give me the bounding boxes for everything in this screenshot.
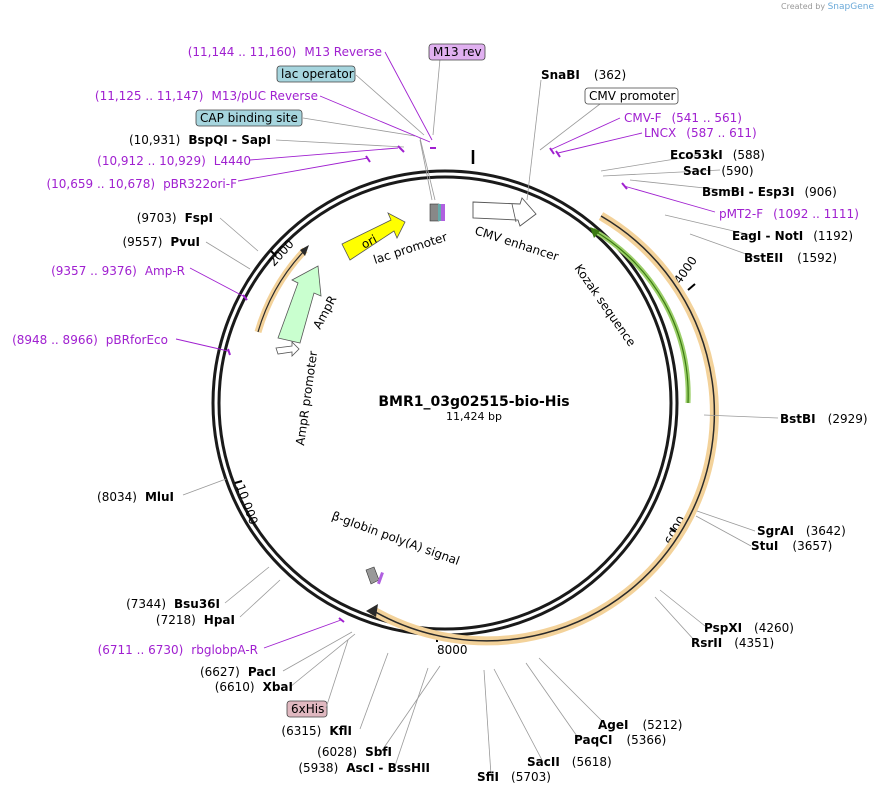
primer-pbr322ori-f: (10,659 .. 10,678)pBR322ori-F: [46, 177, 237, 191]
lac-operator-feature: [438, 204, 441, 221]
site-kfli: (6315)KflI: [281, 724, 352, 738]
site-snabi: SnaBI(362): [541, 68, 626, 82]
ampr-feature: [277, 265, 322, 344]
boxed-lac-operator-text: lac operator: [281, 67, 354, 81]
site-paci: (6627)PacI: [200, 665, 276, 679]
cds-green-arc-line: [592, 229, 689, 404]
site-bstbi: BstBI(2929): [780, 412, 868, 426]
backbone-inner: [217, 175, 673, 631]
site-sbfi: (6028)SbfI: [317, 745, 392, 759]
cmv-enhancer-divider: [511, 203, 517, 223]
site-hpai: (7218)HpaI: [156, 613, 235, 627]
site-mlui: (8034)MluI: [97, 490, 174, 504]
cmv-enhancer-label: CMV enhancer: [473, 224, 560, 264]
boxed-m13-rev-text: M13 rev: [433, 45, 482, 59]
boxed-6xhis-text: 6xHis: [291, 702, 324, 716]
boxed-cap-binding-site-text: CAP binding site: [200, 111, 298, 125]
ori-label: ori: [359, 232, 379, 252]
primer-cmv-f: CMV-F(541 .. 561): [624, 111, 742, 125]
tick-2000-mark: [687, 283, 696, 291]
plasmid-size: 11,424 bp: [446, 410, 502, 423]
site-xbai: (6610)XbaI: [215, 680, 293, 694]
orf-arc-left-arrowhead: [300, 245, 309, 256]
rbglobpa-primer-mark: [377, 572, 384, 585]
primer-l4440: (10,912 .. 10,929)L4440: [97, 154, 251, 168]
boxed-cap-binding-site: CAP binding site: [195, 109, 303, 127]
site-ascI: (5938)AscI - BssHII: [298, 761, 430, 775]
primer-leader-lines: [175, 51, 716, 649]
site-fspi: (9703)FspI: [137, 211, 213, 225]
primer-lncx: LNCX(587 .. 611): [644, 126, 757, 140]
primer-pmt2-f: pMT2-F(1092 .. 1111): [719, 207, 859, 221]
6xhis-leader: [325, 639, 349, 709]
leader-lines: [182, 58, 779, 776]
bglobin-polya-label: β-globin poly(A) signal: [330, 509, 462, 568]
ampr-promoter-label: AmpR promoter: [293, 350, 320, 446]
site-bsu36i: (7344)Bsu36I: [126, 597, 220, 611]
cmv-enhancer-feature: [472, 197, 537, 227]
kozak-label: Kozak sequence: [572, 262, 639, 349]
orf-arc-left-line: [257, 249, 306, 333]
primer-pbrforeco: (8948 .. 8966)pBRforEco: [12, 333, 168, 347]
site-bsteii: BstEII(1592): [744, 251, 837, 265]
tick-8000-mark: [234, 480, 243, 484]
site-eco53ki: Eco53kI(588): [670, 148, 765, 162]
orf-arrowhead: [366, 604, 378, 617]
primer-amp-r: (9357 .. 9376)Amp-R: [51, 264, 185, 278]
site-stui: StuI(3657): [751, 539, 832, 553]
site-bsmbi: BsmBI - Esp3I(906): [702, 185, 837, 199]
snapgene-credit: Created by SnapGene: [781, 2, 874, 12]
boxed-lac-operator: lac operator: [276, 65, 356, 83]
site-paqci: PaqCI(5366): [574, 733, 666, 747]
boxed-6xhis: 6xHis: [286, 700, 328, 718]
site-bspqi: (10,931)BspQI - SapI: [129, 133, 271, 147]
plasmid-name: BMR1_03g02515-bio-His: [378, 394, 569, 410]
boxed-cmv-promoter: CMV promoter: [584, 87, 679, 105]
site-agei: AgeI(5212): [598, 718, 682, 732]
primer-m13-puc-reverse: (11,125 .. 11,147)M13/pUC Reverse: [95, 89, 318, 103]
cds-green-arrowhead: [590, 227, 600, 238]
orf-arc-main: [369, 212, 719, 646]
site-pvui: (9557)PvuI: [122, 235, 200, 249]
site-eagi: EagI - NotI(1192): [732, 229, 853, 243]
orf-arc-main-line: [371, 215, 716, 642]
ampr-label: AmpR: [310, 293, 339, 331]
site-sacii: SacII(5618): [527, 755, 612, 769]
site-saci: SacI(590): [683, 164, 754, 178]
site-sgrai: SgrAI(3642): [757, 524, 846, 538]
tick-10000-mark: [270, 250, 277, 257]
site-sfii: SfiI(5703): [477, 770, 551, 784]
primer-rbglobpa-r: (6711 .. 6730)rbglobpA-R: [98, 643, 258, 657]
boxed-m13-rev: M13 rev: [428, 43, 486, 61]
credit-prefix: Created by: [781, 2, 826, 11]
ori-feature: [341, 212, 406, 261]
snapgene-brand: SnapGene: [827, 2, 874, 12]
primer-m13-reverse: (11,144 .. 11,160)M13 Reverse: [188, 45, 382, 59]
tick-label-6000: 8000: [437, 643, 468, 657]
m13rev-feature: [441, 204, 445, 221]
bglobin-polya-feature: [365, 566, 380, 585]
boxed-cmv-promoter-text: CMV promoter: [589, 89, 676, 103]
site-pspxi: PspXI(4260): [704, 621, 794, 635]
primer-marks: [227, 145, 628, 623]
lac-promoter-feature: [429, 203, 440, 222]
site-rsrii: RsrII(4351): [691, 636, 774, 650]
ampr-promoter-feature: [275, 341, 300, 357]
